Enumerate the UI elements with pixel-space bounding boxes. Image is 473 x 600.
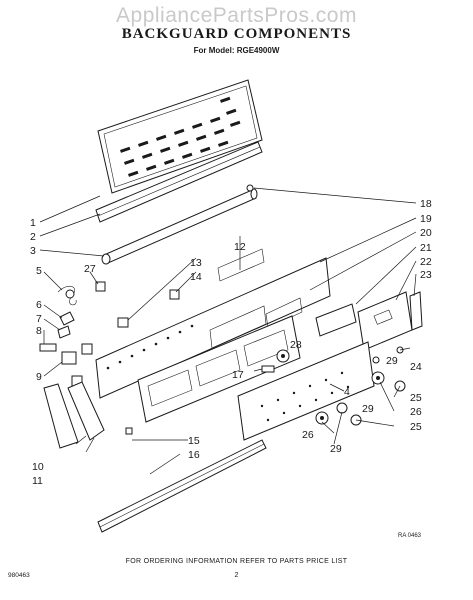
- screw: [246, 184, 254, 192]
- callout-19: 19: [420, 213, 432, 225]
- callout-29b: 29: [362, 403, 374, 415]
- watermark: AppliancePartsPros.com: [116, 4, 357, 27]
- callout-27: 27: [84, 263, 96, 275]
- side-end-panels: [43, 381, 105, 449]
- knob-panel: [237, 341, 375, 441]
- leader-lines: [39, 187, 417, 475]
- switch-clip: [57, 325, 71, 339]
- screw-bottom: [125, 427, 133, 435]
- document-code: 980463: [8, 572, 30, 579]
- clock-bezel: [315, 291, 413, 351]
- callout-9: 9: [36, 371, 42, 383]
- callout-28: 28: [290, 339, 302, 351]
- callout-5: 5: [36, 265, 42, 277]
- callout-18: 18: [420, 198, 432, 210]
- fluorescent-tube: [101, 188, 258, 265]
- trim-strip: [95, 141, 263, 223]
- callout-25a: 25: [410, 392, 422, 404]
- callout-25b: 25: [410, 421, 422, 433]
- front-panel: [137, 315, 301, 423]
- timer-knob: [276, 349, 290, 363]
- callout-7: 7: [36, 313, 42, 325]
- mounting-clip: [117, 289, 180, 328]
- callout-8: 8: [36, 325, 42, 337]
- rocker-switch: [61, 351, 83, 387]
- callout-22: 22: [420, 256, 432, 268]
- control-panel-frame: [95, 248, 331, 399]
- drawing-reference: RA 0463: [398, 533, 422, 539]
- page-title: BACKGUARD COMPONENTS: [121, 26, 352, 42]
- bottom-trim: [97, 439, 267, 533]
- callout-20: 20: [420, 227, 432, 239]
- callout-29a: 29: [386, 355, 398, 367]
- callout-26b: 26: [302, 429, 314, 441]
- ordering-note: FOR ORDERING INFORMATION REFER TO PARTS …: [125, 558, 348, 565]
- callout-29c: 29: [330, 443, 342, 455]
- callout-24: 24: [410, 361, 422, 373]
- callout-16: 16: [188, 449, 200, 461]
- callout-14: 14: [190, 271, 202, 283]
- backguard-top-panel: [97, 79, 263, 194]
- callout-1: 1: [30, 217, 36, 229]
- callout-3: 3: [30, 245, 36, 257]
- callout-13: 13: [190, 257, 202, 269]
- lamp-socket: [95, 281, 106, 292]
- callout-23: 23: [420, 269, 432, 281]
- callout-labels: 1 2 3 5 27 6 7 8 9 10 11 12 13 14 15 16 …: [30, 198, 432, 487]
- model-label: For Model: RGE4900W: [193, 46, 280, 55]
- callout-11: 11: [32, 475, 43, 487]
- end-cap-right: [409, 291, 423, 331]
- callout-6: 6: [36, 299, 42, 311]
- callout-21: 21: [420, 242, 432, 254]
- callout-15: 15: [188, 435, 200, 447]
- callout-10: 10: [32, 461, 44, 473]
- callout-12: 12: [234, 241, 246, 253]
- callout-17: 17: [232, 369, 244, 381]
- terminal-block: [39, 343, 93, 355]
- callout-4: 4: [344, 386, 350, 398]
- page-number: 2: [234, 572, 239, 579]
- callout-2: 2: [30, 231, 36, 243]
- lamp-holder: [59, 311, 75, 326]
- indicator-light: [261, 365, 275, 373]
- callout-26a: 26: [410, 406, 422, 418]
